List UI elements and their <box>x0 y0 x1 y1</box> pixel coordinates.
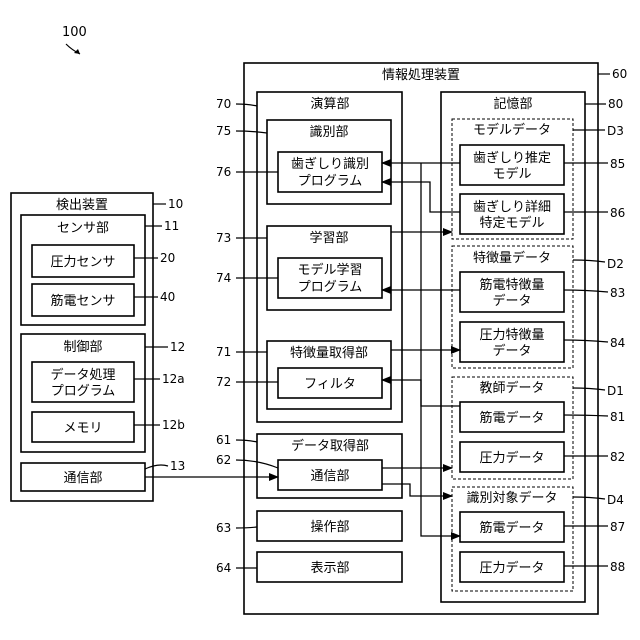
pressure-sensor-label: 圧力センサ <box>50 255 115 270</box>
learn-program-line1: モデル学習 <box>297 262 362 278</box>
target-data-label: 識別対象データ <box>466 490 557 506</box>
pressure-feature-line1: 圧力特徴量 <box>479 328 544 343</box>
ref-61: 61 <box>216 433 231 447</box>
filter-label: フィルタ <box>304 377 356 392</box>
ref-81: 81 <box>610 410 625 424</box>
target-pressure-label: 圧力データ <box>479 560 544 576</box>
model-data-label: モデルデータ <box>473 122 551 138</box>
compute-unit-label: 演算部 <box>310 96 349 112</box>
ref-D2: D2 <box>607 257 624 271</box>
ref-64: 64 <box>216 561 231 575</box>
ref-87: 87 <box>610 520 625 534</box>
target-emg-label: 筋電データ <box>479 520 544 536</box>
ref-20: 20 <box>160 251 175 265</box>
ref-75: 75 <box>216 124 231 138</box>
ref-88: 88 <box>610 560 625 574</box>
memory-label: メモリ <box>63 421 102 436</box>
ref-10: 10 <box>168 197 183 211</box>
processor-comm-label: 通信部 <box>310 469 349 484</box>
ref-71: 71 <box>216 345 231 359</box>
teacher-emg-label: 筋電データ <box>479 410 544 426</box>
ref-12b: 12b <box>162 418 185 432</box>
feature-acquisition-label: 特徴量取得部 <box>290 345 368 361</box>
ref-D1: D1 <box>607 384 624 398</box>
processor-title: 情報処理装置 <box>382 68 460 83</box>
ref-62: 62 <box>216 453 231 467</box>
ref-40: 40 <box>160 290 175 304</box>
teacher-pressure-label: 圧力データ <box>479 450 544 466</box>
detector-device: 検出装置 10 センサ部 11 圧力センサ 20 筋電センサ 40 制御部 12… <box>11 193 185 501</box>
data-acquisition-label: データ取得部 <box>291 438 369 454</box>
emg-feature-line1: 筋電特徴量 <box>479 277 544 293</box>
ref-83: 83 <box>610 286 625 300</box>
ref-80: 80 <box>608 97 623 111</box>
storage-unit-label: 記憶部 <box>493 96 532 112</box>
data-program-line2: プログラム <box>51 384 116 399</box>
teacher-data-label: 教師データ <box>479 380 544 396</box>
ref-12a: 12a <box>162 372 185 386</box>
detector-comm-label: 通信部 <box>63 471 102 486</box>
feature-data-label: 特徴量データ <box>473 250 551 266</box>
ref-72: 72 <box>216 375 231 389</box>
emg-feature-line2: データ <box>492 293 531 309</box>
display-unit-label: 表示部 <box>310 561 349 576</box>
estimate-model-line2: モデル <box>492 166 531 182</box>
figure-number: 100 <box>62 25 87 40</box>
identification-unit-label: 識別部 <box>309 125 348 140</box>
ref-D3: D3 <box>607 124 624 138</box>
ref-86: 86 <box>610 206 625 220</box>
learn-program-line2: プログラム <box>298 280 363 295</box>
ref-76: 76 <box>216 165 231 179</box>
ref-85: 85 <box>610 157 625 171</box>
ref-73: 73 <box>216 231 231 245</box>
operation-unit-label: 操作部 <box>310 519 349 535</box>
ref-D4: D4 <box>607 493 624 507</box>
ref-82: 82 <box>610 450 625 464</box>
detail-model-line2: 特定モデル <box>479 215 544 231</box>
ref-74: 74 <box>216 271 231 285</box>
detector-title: 検出装置 <box>56 198 108 213</box>
ref-13: 13 <box>170 459 185 473</box>
estimate-model-line1: 歯ぎしり推定 <box>473 151 551 166</box>
ref-60: 60 <box>612 67 627 81</box>
sensor-unit-label: センサ部 <box>57 221 109 236</box>
ref-84: 84 <box>610 336 625 350</box>
emg-sensor-label: 筋電センサ <box>50 293 115 309</box>
control-unit-label: 制御部 <box>63 340 102 355</box>
pressure-feature-line2: データ <box>492 343 531 359</box>
detail-model-line1: 歯ぎしり詳細 <box>473 199 551 215</box>
identify-program-line2: プログラム <box>298 174 363 189</box>
ref-63: 63 <box>216 521 231 535</box>
ref-70: 70 <box>216 97 231 111</box>
identify-program-line1: 歯ぎしり識別 <box>291 157 369 172</box>
ref-11: 11 <box>164 219 179 233</box>
data-program-line1: データ処理 <box>50 367 115 383</box>
ref-12: 12 <box>170 340 185 354</box>
learning-unit-label: 学習部 <box>309 230 348 246</box>
